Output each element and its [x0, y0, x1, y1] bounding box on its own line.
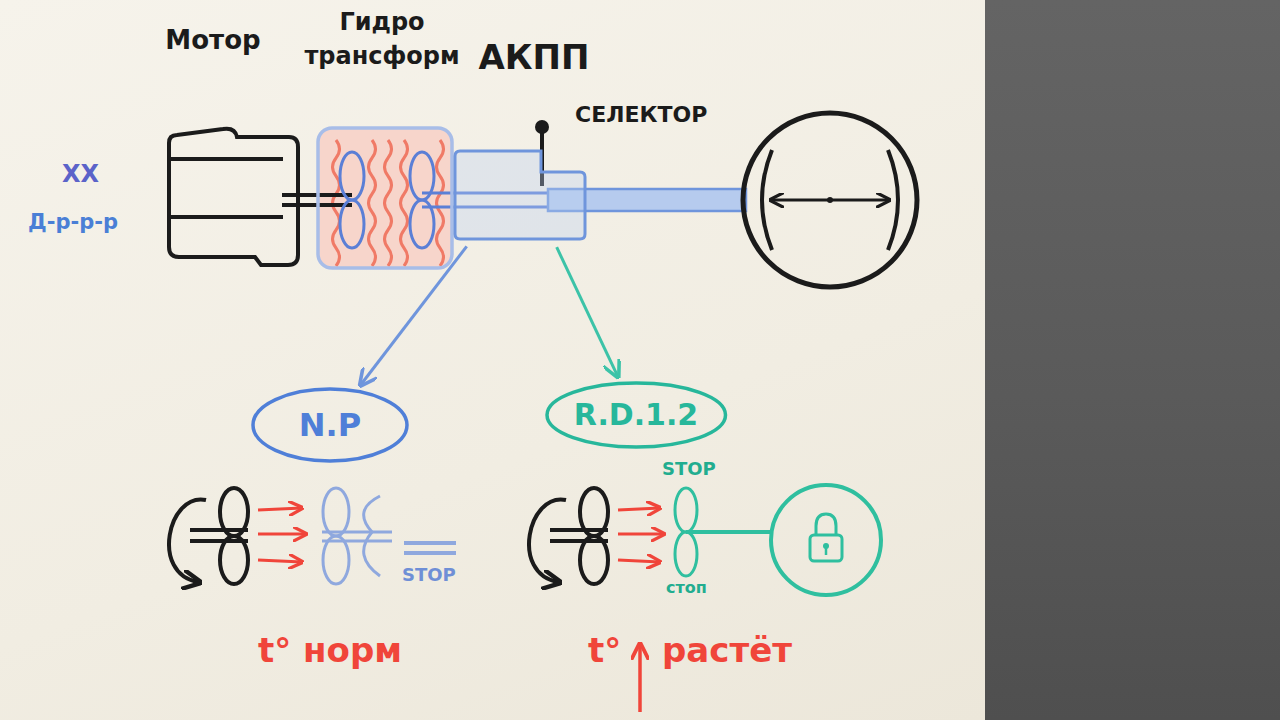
wheel-rim	[888, 150, 898, 250]
oval-shape	[253, 389, 407, 461]
oval-shape	[547, 383, 726, 447]
impeller-blade	[220, 488, 248, 536]
locked-shaft	[686, 530, 772, 534]
turbine-shaft	[322, 531, 392, 534]
turbine-blade	[675, 532, 697, 576]
temperature-note: t° норм	[258, 630, 402, 671]
connector-arrow	[557, 247, 618, 377]
fluid-flow-arrow	[258, 560, 302, 562]
mode-note: ХХ	[62, 160, 99, 189]
state-note: стоп	[666, 578, 707, 597]
temperature-note: t°	[588, 630, 621, 671]
whiteboard	[0, 0, 985, 720]
engine-outline	[169, 129, 298, 265]
lock-body	[810, 535, 842, 561]
wheel-hub	[827, 197, 833, 203]
impeller-blade	[580, 536, 608, 584]
converter-housing	[318, 128, 452, 268]
gearbox-housing	[455, 151, 585, 239]
gearbox: АКПП	[455, 150, 585, 240]
turbine-blade	[323, 536, 349, 584]
torque-converter: Гидро трансформ	[316, 126, 454, 270]
locked-wheel	[771, 485, 881, 595]
part-outline	[165, 125, 300, 265]
fluid-wave	[437, 140, 444, 266]
fluid-flow-arrow	[258, 508, 302, 510]
fluid-wave	[401, 140, 408, 266]
fluid-wave	[369, 140, 376, 266]
fluid-flow-arrow	[258, 533, 306, 536]
free-shaft	[404, 551, 456, 555]
engine-block: Мотор	[165, 125, 300, 265]
part-name: Гидро трансформ	[290, 6, 474, 73]
part-outline	[455, 150, 585, 240]
impeller-blade	[580, 488, 608, 536]
turbine-shaft	[322, 540, 392, 543]
mode-label: N.P	[299, 406, 361, 444]
mode-oval: R.D.1.2	[544, 380, 729, 450]
fluid-flow-arrow	[618, 560, 660, 562]
engine-line	[169, 215, 283, 219]
lock-keyhole	[825, 548, 828, 555]
part-outline	[316, 126, 454, 270]
mode-oval: N.P	[250, 386, 410, 464]
selector-knob	[535, 120, 549, 134]
lock-shackle	[816, 514, 836, 536]
state-note: STOP	[402, 564, 456, 586]
turbine-blade	[364, 496, 380, 576]
impeller-shaft	[190, 528, 248, 532]
fluid-wave	[385, 140, 392, 266]
temperature-note: растёт	[662, 630, 792, 671]
mode-label: R.D.1.2	[574, 397, 699, 433]
wall-background	[985, 0, 1280, 720]
fluid-flow-arrow	[618, 533, 664, 536]
pump-blade	[340, 200, 364, 248]
wheel-rim	[762, 150, 772, 250]
part-name: АКПП	[459, 34, 609, 82]
pump-blade	[340, 152, 364, 200]
wheel	[743, 113, 917, 287]
free-shaft	[404, 541, 456, 545]
fluid-flow-arrow	[618, 508, 660, 510]
impeller-blade	[220, 536, 248, 584]
state-note: STOP	[662, 458, 716, 480]
part-name: СЕЛЕКТОР	[575, 102, 707, 128]
engine-line	[169, 157, 283, 161]
part-name: Мотор	[128, 22, 298, 58]
turbine-blade	[675, 488, 697, 532]
converter-fluid	[319, 129, 451, 267]
sound-note: Д-р-р-р	[28, 210, 118, 235]
impeller-shaft	[550, 528, 608, 532]
rising-arrow	[638, 644, 642, 712]
turbine-blade	[323, 488, 349, 536]
